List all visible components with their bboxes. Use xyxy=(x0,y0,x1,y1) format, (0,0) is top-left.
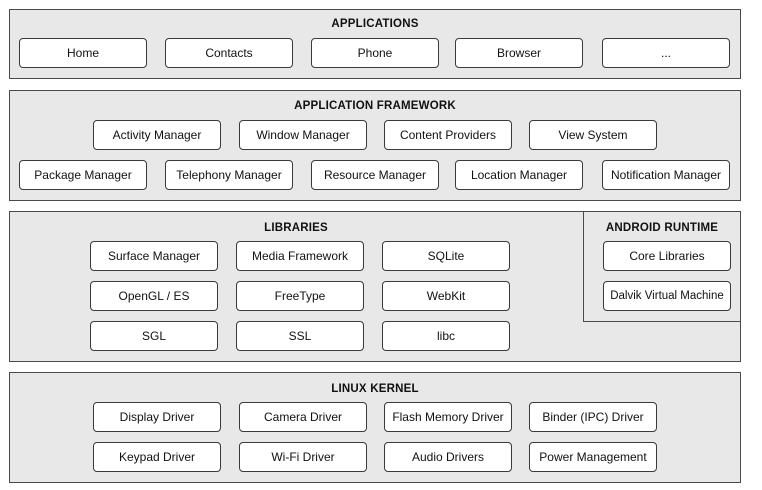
view-system-box: View System xyxy=(529,120,657,150)
flash-memory-driver-box: Flash Memory Driver xyxy=(384,402,512,432)
opengl-box: OpenGL / ES xyxy=(90,281,218,311)
display-driver-box: Display Driver xyxy=(93,402,221,432)
package-manager-box: Package Manager xyxy=(19,160,147,190)
media-framework-box: Media Framework xyxy=(236,241,364,271)
libraries-title: LIBRARIES xyxy=(264,222,328,234)
dalvik-vm-box: Dalvik Virtual Machine xyxy=(603,281,731,311)
surface-manager-box: Surface Manager xyxy=(90,241,218,271)
app-more-box: ... xyxy=(602,38,730,68)
camera-driver-box: Camera Driver xyxy=(239,402,367,432)
window-manager-box: Window Manager xyxy=(239,120,367,150)
keypad-driver-box: Keypad Driver xyxy=(93,442,221,472)
runtime-title: ANDROID RUNTIME xyxy=(605,222,719,234)
audio-drivers-box: Audio Drivers xyxy=(384,442,512,472)
location-manager-box: Location Manager xyxy=(455,160,583,190)
telephony-manager-box: Telephony Manager xyxy=(165,160,293,190)
binder-driver-box: Binder (IPC) Driver xyxy=(529,402,657,432)
kernel-title: LINUX KERNEL xyxy=(331,383,419,395)
sgl-box: SGL xyxy=(90,321,218,351)
applications-title: APPLICATIONS xyxy=(331,18,419,30)
power-management-box: Power Management xyxy=(529,442,657,472)
core-libraries-box: Core Libraries xyxy=(603,241,731,271)
freetype-box: FreeType xyxy=(236,281,364,311)
framework-title: APPLICATION FRAMEWORK xyxy=(294,100,456,112)
app-contacts-box: Contacts xyxy=(165,38,293,68)
content-providers-box: Content Providers xyxy=(384,120,512,150)
activity-manager-box: Activity Manager xyxy=(93,120,221,150)
webkit-box: WebKit xyxy=(382,281,510,311)
app-home-box: Home xyxy=(19,38,147,68)
app-phone-box: Phone xyxy=(311,38,439,68)
notification-manager-box: Notification Manager xyxy=(602,160,730,190)
resource-manager-box: Resource Manager xyxy=(311,160,439,190)
wifi-driver-box: Wi-Fi Driver xyxy=(239,442,367,472)
app-browser-box: Browser xyxy=(455,38,583,68)
sqlite-box: SQLite xyxy=(382,241,510,271)
ssl-box: SSL xyxy=(236,321,364,351)
libc-box: libc xyxy=(382,321,510,351)
